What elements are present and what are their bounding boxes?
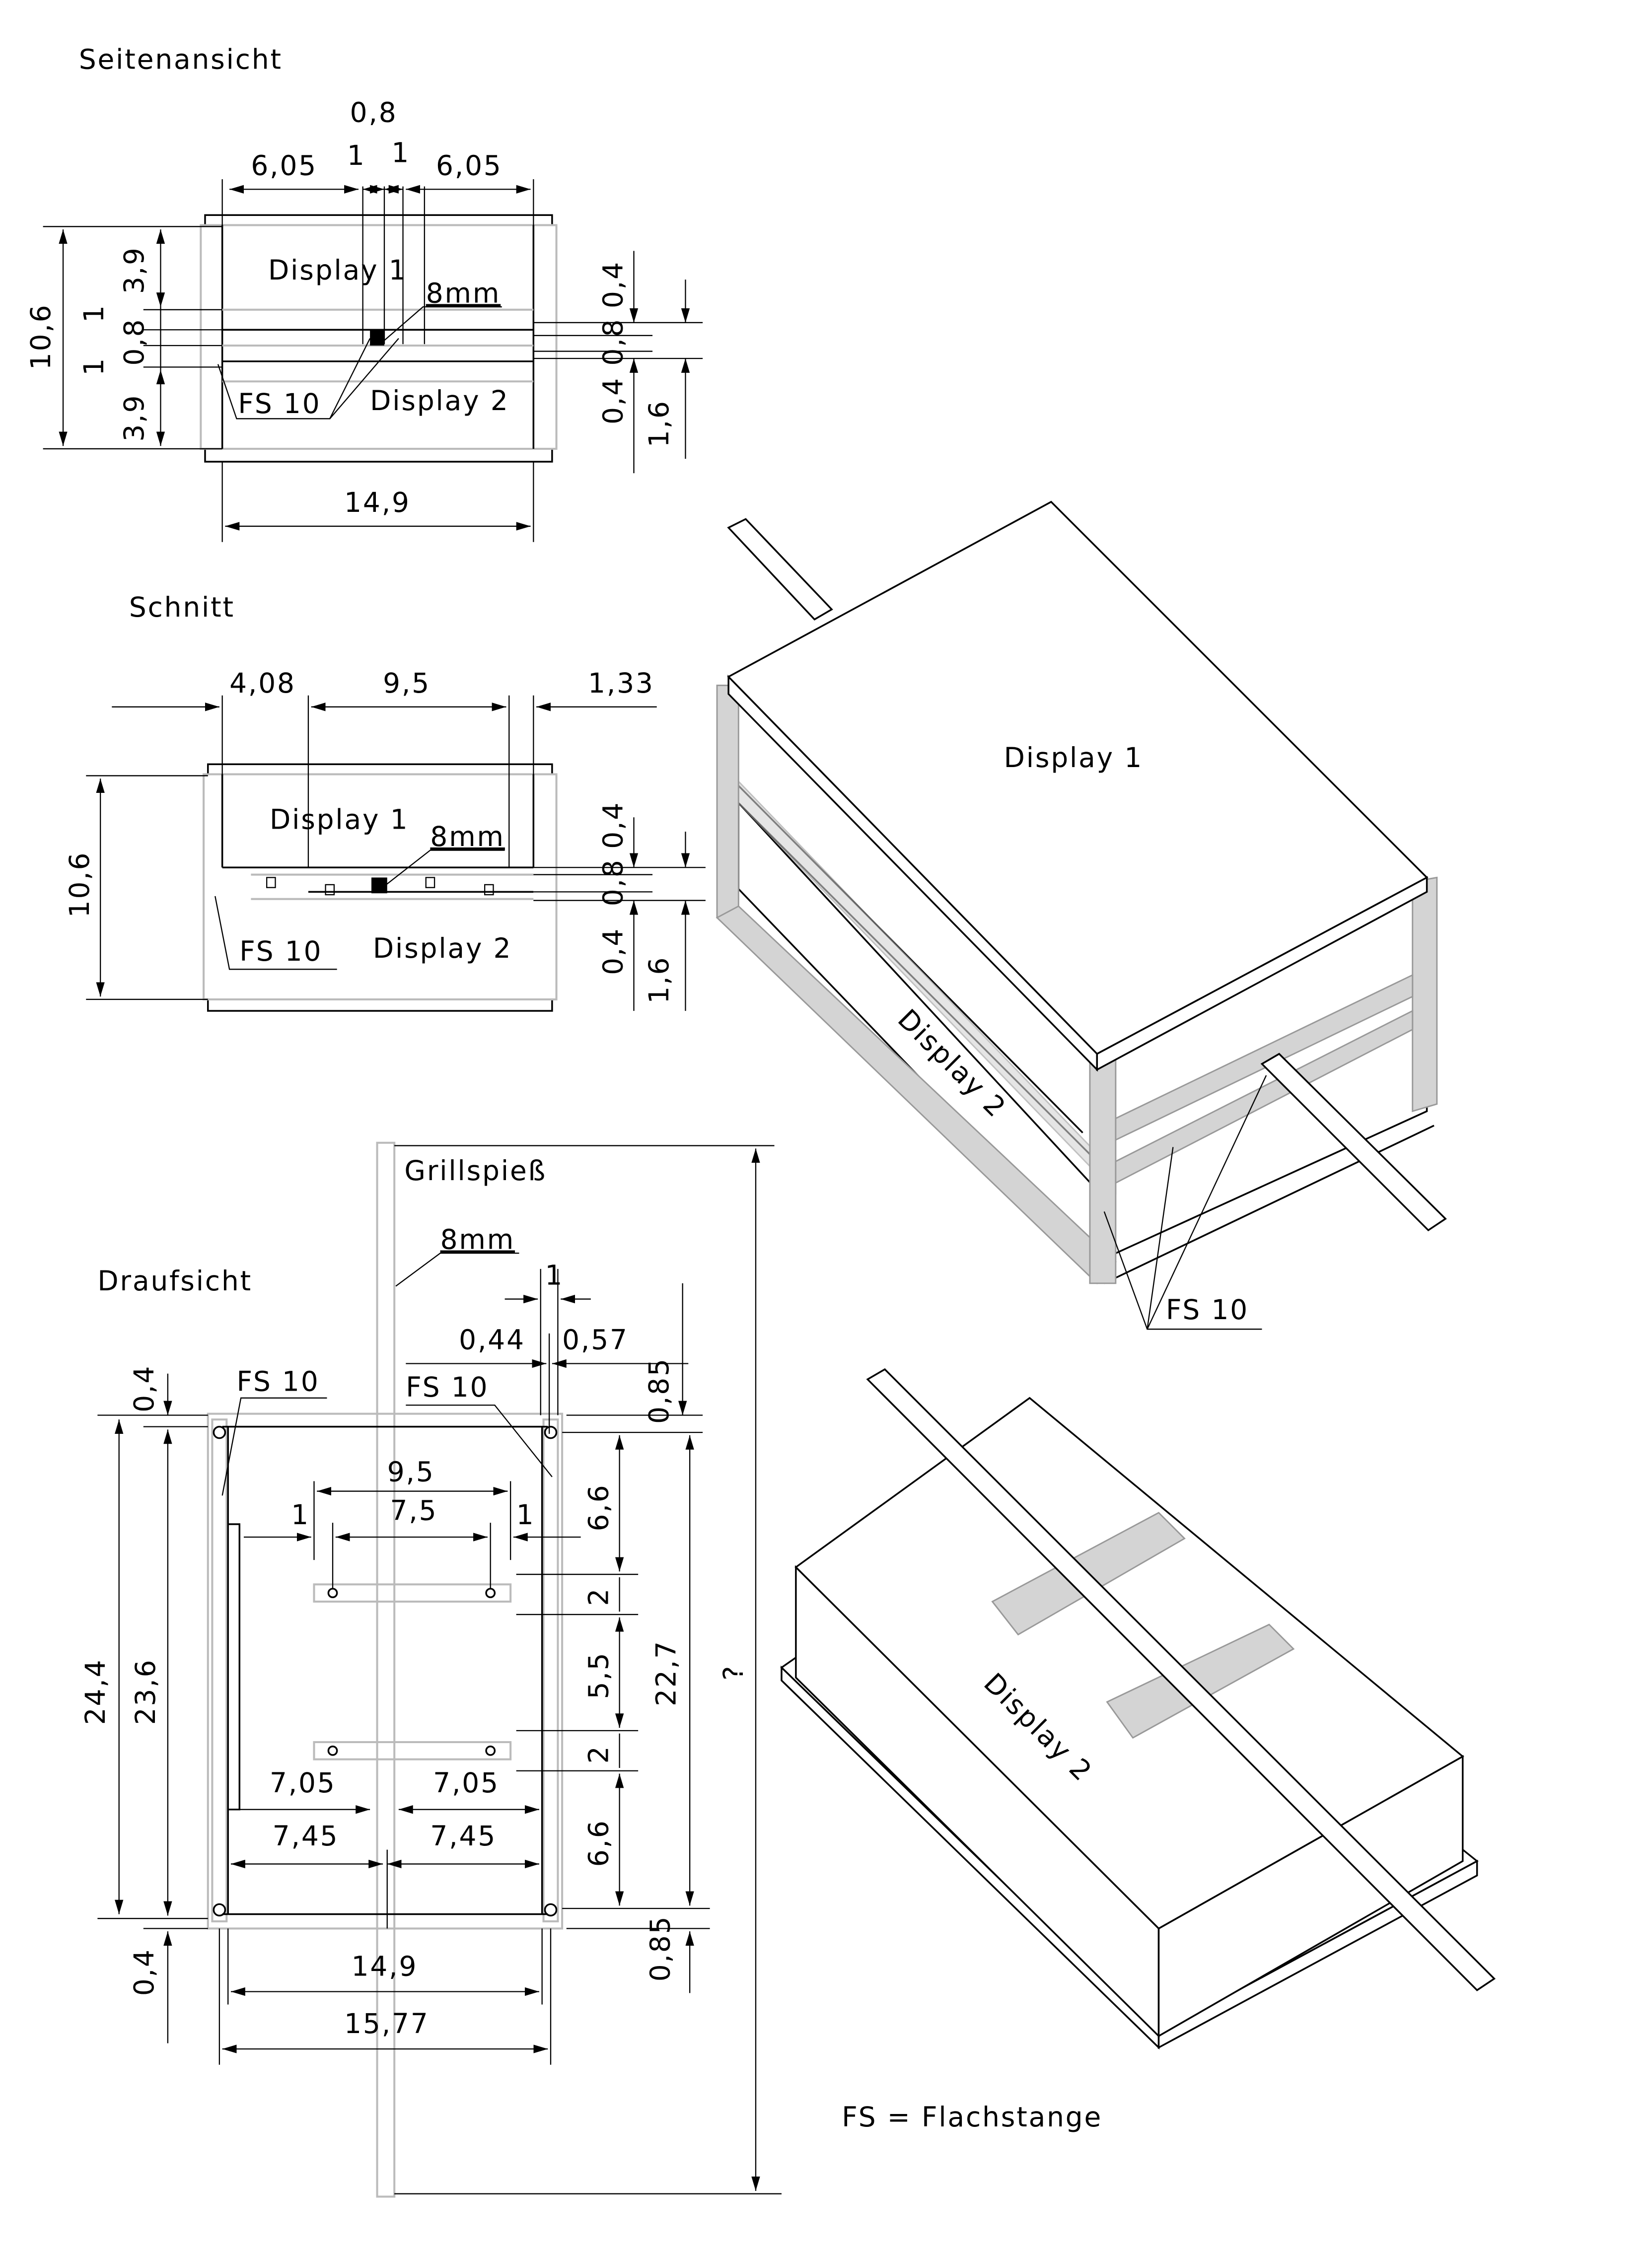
spit-label: 8mm [440,1223,515,1255]
grill-spit-front [1260,1053,1447,1232]
dim-inner-width: 14,9 [352,1951,418,1982]
dim-strip1: 2 [583,1587,615,1606]
dim-holes-outer: 9,5 [387,1456,435,1487]
dim-outer-width: 15,77 [344,2008,430,2040]
dim-right-top: 0,4 [597,801,629,849]
fs-label: FS 10 [238,388,321,420]
display1-label: Display 1 [270,803,409,835]
dim-gap-right: 1 [391,137,410,168]
mount-strip-2 [313,1741,512,1761]
dim-left-width: 6,05 [251,149,317,181]
dim-bottom-left-margin: 0,4 [128,1948,160,1996]
dim-height-total: 10,6 [25,303,57,370]
dim-outer-height: 24,4 [79,1659,111,1725]
dim-spit: 0,8 [118,318,150,366]
dim-hole-offset-right: 1 [516,1499,535,1531]
dim-right-total: 1,6 [643,956,675,1004]
top-display-plate [204,214,553,226]
top-view-title: Draufsicht [97,1265,252,1297]
display2-label: Display 2 [373,932,512,964]
isometric-frame-view: Display 1 Display 2 FS 10 [716,500,1447,1330]
dim-holes-inner: 7,5 [390,1494,438,1526]
dim-top-gap: 6,6 [583,1484,615,1532]
dim-fs-top: 1 [78,304,110,323]
dim-inner-height: 23,6 [130,1659,161,1725]
dim-spit-width: 1 [545,1260,564,1291]
dim-right-spit: 0,8 [597,318,629,366]
dim-right-height: 22,7 [650,1640,682,1706]
dim-right-bottom: 0,4 [597,377,629,424]
outer-frame [207,1412,564,1930]
spit-label: 8mm [430,821,504,852]
dim-bottom-gap: 6,6 [583,1819,615,1867]
dim-top-display: 3,9 [118,246,150,294]
spit-label: 8mm [426,277,501,309]
bottom-display-plate [204,448,553,463]
dim-spit-length: ? [718,1665,749,1681]
dim-bottom-right-margin: 0,85 [645,1915,676,1982]
frame-outline [200,224,558,450]
mount-strip-2 [1106,1623,1295,1739]
dim-bottom-display: 3,9 [118,394,150,442]
section-title: Schnitt [129,591,235,623]
side-view-title: Seitenansicht [79,44,283,75]
dim-right: 1,33 [588,667,654,699]
fs-left-label: FS 10 [237,1365,320,1397]
frame-post [716,685,739,918]
dim-right-total: 1,6 [643,400,675,447]
display1-label: Display 1 [268,254,408,286]
dim-spit-left: 0,44 [459,1324,525,1356]
dim-half-left: 7,45 [273,1820,339,1852]
grill-spit [376,1141,396,2198]
top-view: Draufsicht Grillspieß 8mm FS 10 FS 10 1 … [79,1141,782,2198]
section-view: Schnitt 4,08 9,5 1,33 10,6 0,4 0,8 0,4 1… [64,591,706,1012]
side-view: Seitenansicht 0,8 6,05 1 1 6,05 10,6 3,9… [25,44,703,542]
dim-right-spit: 0,8 [597,858,629,906]
fs-label: FS 10 [239,935,322,967]
grill-spit [866,1368,1496,1991]
dim-spit-right: 0,57 [562,1324,629,1356]
dim-strip2: 2 [583,1745,615,1763]
isometric-box-view: Display 2 [780,1368,1496,2050]
dim-width-total: 14,9 [344,487,411,518]
iso-display1-label: Display 1 [1004,742,1144,774]
dim-top-left-margin: 0,4 [128,1365,160,1412]
dim-half-right-inner: 7,05 [433,1767,500,1799]
fs-right-label: FS 10 [406,1371,489,1403]
dim-half-right: 7,45 [430,1820,497,1852]
legend: FS = Flachstange [842,2101,1102,2133]
mount-strip-1 [313,1583,512,1603]
dim-middle-gap: 5,5 [583,1651,615,1699]
dim-right-width: 6,05 [436,149,503,181]
grill-spit-back [727,518,833,621]
display2-label: Display 2 [370,385,509,417]
dim-height-total: 10,6 [64,851,95,918]
dim-right-top: 0,4 [597,261,629,308]
iso-fs-label: FS 10 [1166,1294,1249,1326]
dim-left: 4,08 [229,667,296,699]
spit-section [370,330,384,346]
dim-hole-offset-left: 1 [291,1499,310,1531]
dim-gap-left: 1 [347,140,366,171]
dim-half-left-inner: 7,05 [270,1767,336,1799]
spit-name: Grillspieß [404,1155,547,1187]
dim-middle: 9,5 [383,667,431,699]
dim-right-bottom: 0,4 [597,927,629,975]
dim-fs-bottom: 1 [78,357,110,376]
dim-gap-total: 0,8 [350,96,398,128]
dim-top-right-margin: 0,85 [643,1357,675,1424]
